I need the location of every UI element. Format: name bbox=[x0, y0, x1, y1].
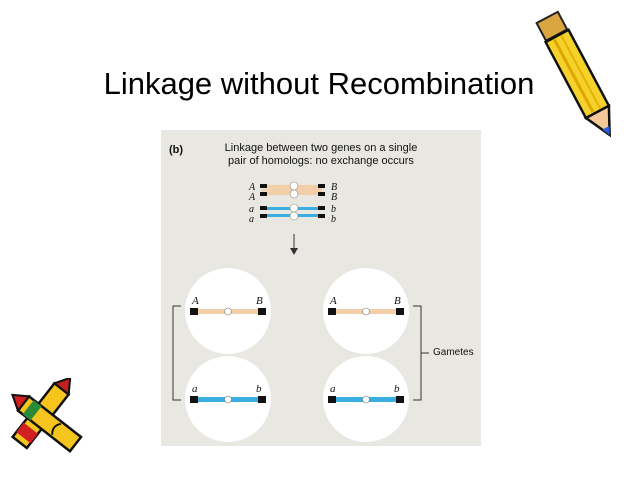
centromere bbox=[362, 395, 370, 404]
right-bracket bbox=[413, 305, 429, 401]
gamete-right-allele: B bbox=[256, 295, 263, 307]
gene-locus-marker bbox=[190, 308, 198, 315]
parent-right-allele-4: b bbox=[331, 214, 336, 225]
gamete-left-allele: A bbox=[191, 295, 199, 307]
parent-left-allele-2: A bbox=[248, 192, 256, 203]
centromere bbox=[362, 307, 370, 316]
gamete-right-allele: b bbox=[394, 383, 400, 395]
paternal-homolog bbox=[260, 203, 325, 221]
parent-right-allele-3: b bbox=[331, 204, 336, 215]
gene-locus-marker bbox=[258, 308, 266, 315]
gene-locus-marker bbox=[328, 396, 336, 403]
caption-line-2: pair of homologs: no exchange occurs bbox=[228, 155, 414, 167]
caption-line-1: Linkage between two genes on a single bbox=[224, 142, 418, 154]
parent-left-allele-1: A bbox=[248, 182, 256, 193]
gene-locus-marker bbox=[396, 308, 404, 315]
gamete-right-allele: b bbox=[256, 383, 262, 395]
centromere bbox=[224, 395, 232, 404]
gamete-right-allele: B bbox=[394, 295, 401, 307]
gamete-left-allele: a bbox=[330, 383, 336, 395]
parent-left-allele-4: a bbox=[249, 214, 254, 225]
maternal-homolog bbox=[260, 181, 325, 199]
down-arrow-icon bbox=[290, 234, 298, 255]
gametes-label: Gametes bbox=[433, 347, 474, 358]
parent-homologs: A A a a B B b b bbox=[248, 181, 337, 225]
parent-right-allele-2: B bbox=[331, 192, 337, 203]
gene-locus-marker bbox=[328, 308, 336, 315]
pencil-icon bbox=[535, 10, 611, 138]
gamete-left-allele: A bbox=[329, 295, 337, 307]
gene-locus-marker bbox=[396, 396, 404, 403]
crayon-pair-icon bbox=[10, 378, 83, 453]
centromere bbox=[224, 307, 232, 316]
left-bracket bbox=[172, 305, 181, 401]
linkage-figure: (b) Linkage between two genes on a singl… bbox=[161, 130, 481, 446]
gamete-left-allele: a bbox=[192, 383, 198, 395]
slide-title: Linkage without Recombination bbox=[103, 66, 535, 101]
parent-right-allele-1: B bbox=[331, 182, 337, 193]
gene-locus-marker bbox=[190, 396, 198, 403]
parent-left-allele-3: a bbox=[249, 204, 254, 215]
gene-locus-marker bbox=[258, 396, 266, 403]
panel-label: (b) bbox=[169, 144, 184, 156]
panel-caption: Linkage between two genes on a single pa… bbox=[201, 142, 441, 168]
